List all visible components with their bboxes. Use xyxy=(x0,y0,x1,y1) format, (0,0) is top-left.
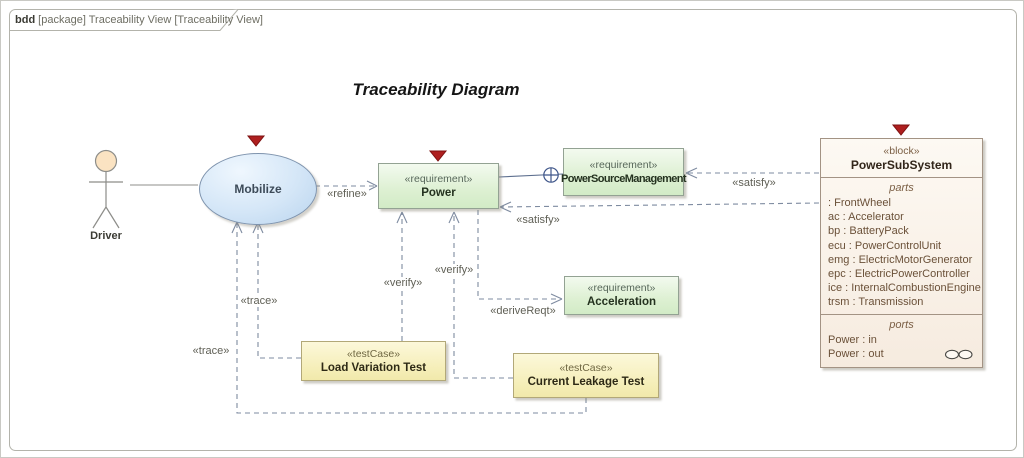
testcase-current-leakage[interactable]: «testCase» Current Leakage Test xyxy=(513,353,659,398)
open-arrowhead-icon xyxy=(448,211,460,224)
derive-reqt-connector[interactable] xyxy=(477,210,563,305)
marker-triangle-icon xyxy=(246,135,266,147)
usecase-mobilize[interactable]: Mobilize xyxy=(199,153,317,225)
actor-driver-label: Driver xyxy=(90,230,122,242)
satisfy-power-connector[interactable] xyxy=(499,201,820,213)
parts-compartment-label: parts xyxy=(889,182,914,194)
ports-compartment-label: ports xyxy=(889,319,914,331)
satisfy-psm-connector[interactable] xyxy=(685,167,819,179)
requirement-acceleration[interactable]: «requirement» Acceleration xyxy=(564,276,679,315)
actor-driver-figure[interactable] xyxy=(89,149,123,229)
part-item: : FrontWheel xyxy=(828,197,891,209)
stereotype-label: «testCase» xyxy=(346,347,401,360)
open-arrowhead-icon xyxy=(550,293,563,305)
part-item: bp : BatteryPack xyxy=(828,225,909,238)
part-item: ice : InternalCombustionEngine xyxy=(828,282,981,295)
frame-name-tab xyxy=(9,9,239,31)
requirement-name: Acceleration xyxy=(586,296,657,308)
actor-head xyxy=(94,149,118,173)
diagram-frame xyxy=(9,9,1017,451)
part-item: epc : ElectricPowerController xyxy=(828,268,970,281)
trace-leakage-connector[interactable] xyxy=(231,221,587,414)
port-item: Power : in xyxy=(821,333,982,347)
trace-leakage-label: «trace» xyxy=(190,345,232,357)
stereotype-label: «requirement» xyxy=(404,172,473,185)
open-arrowhead-icon xyxy=(396,211,408,224)
part-item: ecu : PowerControlUnit xyxy=(828,239,942,252)
open-arrowhead-icon xyxy=(231,221,243,234)
derive-reqt-label: «deriveReqt» xyxy=(488,305,558,317)
usecase-name: Mobilize xyxy=(234,182,282,196)
stereotype-label: «testCase» xyxy=(559,362,613,374)
actor-body xyxy=(89,171,123,229)
ports-compartment: ports Power : in Power : out xyxy=(821,314,982,363)
refine-label: «refine» xyxy=(325,188,369,200)
port-label: Power : out xyxy=(828,348,884,361)
block-power-subsystem[interactable]: «block» PowerSubSystem parts : FrontWhee… xyxy=(820,138,983,368)
trace-load-connector[interactable] xyxy=(252,221,301,359)
frame-tab-label: bdd[package] Traceability View [Traceabi… xyxy=(15,14,263,26)
verify-leakage-label: «verify» xyxy=(432,264,476,276)
requirement-name: Power xyxy=(421,186,456,199)
port-item: Power : out xyxy=(821,347,982,361)
port-pair-icon xyxy=(944,349,973,360)
frame-tab-text: [package] Traceability View [Traceabilit… xyxy=(38,14,263,26)
verify-load-label: «verify» xyxy=(381,277,425,289)
open-arrowhead-icon xyxy=(685,167,698,179)
parts-compartment: parts : FrontWheel ac : Accelerator bp :… xyxy=(821,178,982,314)
containment-icon xyxy=(543,167,559,183)
trace-load-label: «trace» xyxy=(238,295,280,307)
part-item: ac : Accelerator xyxy=(828,211,904,224)
satisfy-power-label: «satisfy» xyxy=(514,214,562,226)
testcase-load-variation[interactable]: «testCase» Load Variation Test xyxy=(301,341,446,381)
block-header: «block» PowerSubSystem xyxy=(821,139,982,178)
requirement-power-source-management[interactable]: «requirement» PowerSourceManagement xyxy=(561,148,687,196)
requirement-name: PowerSourceManagement xyxy=(561,172,687,185)
testcase-name: Load Variation Test xyxy=(320,361,427,374)
part-item: emg : ElectricMotorGenerator xyxy=(828,253,973,266)
port-label: Power : in xyxy=(828,334,877,346)
block-name: PowerSubSystem xyxy=(850,157,953,172)
open-arrowhead-icon xyxy=(499,201,512,213)
stereotype-label: «requirement» xyxy=(587,282,656,294)
testcase-name: Current Leakage Test xyxy=(527,376,645,388)
verify-leakage-connector[interactable] xyxy=(448,211,513,379)
marker-triangle-icon xyxy=(428,150,448,162)
part-item: trsm : Transmission xyxy=(828,296,924,309)
stereotype-label: «requirement» xyxy=(589,158,658,171)
stereotype-label: «block» xyxy=(883,144,920,157)
marker-triangle-icon xyxy=(891,124,911,136)
requirement-power[interactable]: «requirement» Power xyxy=(378,163,499,209)
containment-connector[interactable] xyxy=(498,167,564,183)
frame-tab-keyword: bdd xyxy=(15,14,36,26)
diagram-title: Traceability Diagram xyxy=(352,80,520,99)
satisfy-psm-label: «satisfy» xyxy=(730,177,778,189)
